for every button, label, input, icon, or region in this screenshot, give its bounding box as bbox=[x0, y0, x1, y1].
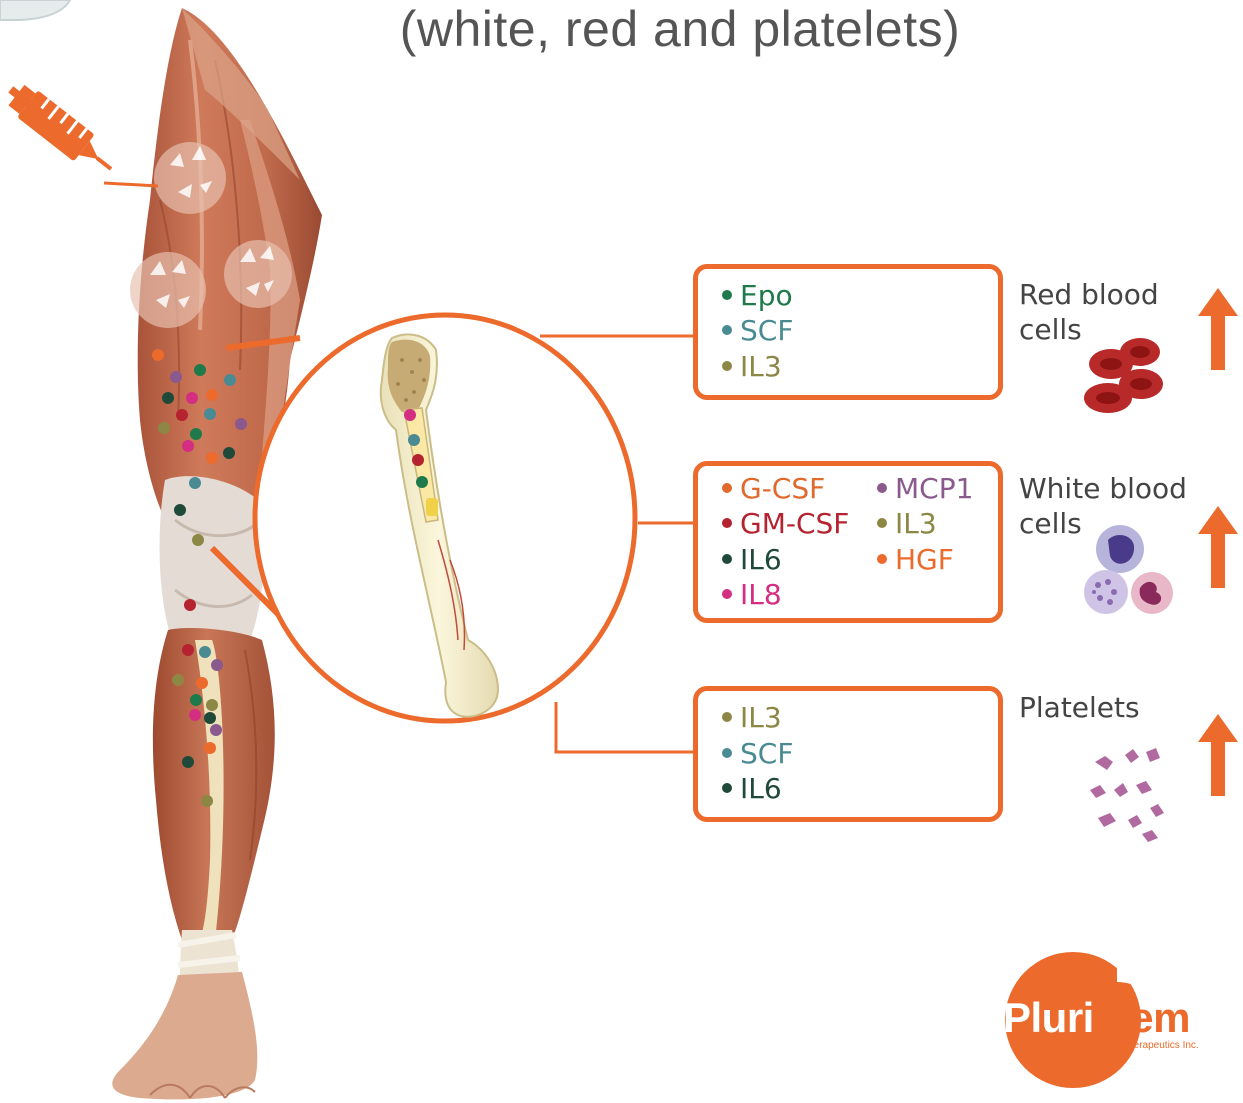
white-blood-cells-icon bbox=[1084, 525, 1173, 614]
corner-frame bbox=[0, 0, 70, 20]
logo-wordmark: Pluristem bbox=[1003, 993, 1190, 1043]
il6-dot-icon bbox=[722, 554, 732, 564]
factor-label: SCF bbox=[740, 314, 793, 347]
factor-label: IL8 bbox=[740, 578, 782, 611]
cell-cluster-1 bbox=[154, 142, 226, 214]
platelets-icon bbox=[1090, 748, 1164, 842]
factor-il6: IL6 bbox=[722, 543, 782, 577]
il3-dot-icon bbox=[877, 518, 887, 528]
factor-label: IL3 bbox=[740, 701, 782, 734]
factor-label: G-CSF bbox=[740, 472, 825, 505]
red-blood-cells-icon bbox=[1084, 338, 1163, 413]
platelets-label: Platelets bbox=[1019, 691, 1140, 725]
factor-il3: IL3 bbox=[722, 350, 782, 384]
factor-epo: Epo bbox=[722, 279, 793, 313]
factor-il3: IL3 bbox=[877, 507, 937, 541]
red-blood-cells-label-line1: Red blood bbox=[1019, 278, 1159, 312]
gmcsf-dot-icon bbox=[722, 518, 732, 528]
scf-dot-icon bbox=[722, 325, 732, 335]
factor-hgf: HGF bbox=[877, 543, 954, 577]
arrow-up-icon bbox=[1198, 288, 1238, 370]
knee bbox=[160, 476, 264, 656]
factor-il6: IL6 bbox=[722, 772, 782, 806]
factor-label: IL6 bbox=[740, 543, 782, 576]
factor-label: IL3 bbox=[740, 350, 782, 383]
il3-dot-icon bbox=[722, 361, 732, 371]
hgf-dot-icon bbox=[877, 554, 887, 564]
syringe-icon bbox=[0, 77, 121, 183]
factor-label: SCF bbox=[740, 737, 793, 770]
factor-gcsf: G-CSF bbox=[722, 472, 825, 506]
factor-label: Epo bbox=[740, 279, 793, 312]
foot bbox=[112, 972, 257, 1099]
connector-platelet bbox=[556, 702, 695, 752]
factor-il3: IL3 bbox=[722, 701, 782, 735]
factor-il8: IL8 bbox=[722, 578, 782, 612]
mcp1-dot-icon bbox=[877, 483, 887, 493]
scf-dot-icon bbox=[722, 748, 732, 758]
white-blood-cells-label-line2: cells bbox=[1019, 507, 1082, 541]
factor-gmcsf: GM-CSF bbox=[722, 507, 849, 541]
gcsf-dot-icon bbox=[722, 483, 732, 493]
logo-word-part1: Pluri bbox=[1003, 994, 1094, 1041]
il3-dot-icon bbox=[722, 712, 732, 722]
arrow-up-icon bbox=[1198, 714, 1238, 796]
factor-label: IL6 bbox=[740, 772, 782, 805]
cell-cluster-2 bbox=[130, 252, 206, 328]
red-blood-cells-label-line2: cells bbox=[1019, 313, 1082, 347]
logo-word-part2: stem bbox=[1094, 994, 1190, 1041]
epo-dot-icon bbox=[722, 290, 732, 300]
il6-dot-icon bbox=[722, 783, 732, 793]
il8-dot-icon bbox=[722, 589, 732, 599]
factor-label: IL3 bbox=[895, 507, 937, 540]
factor-scf: SCF bbox=[722, 314, 793, 348]
factor-label: HGF bbox=[895, 543, 954, 576]
factor-mcp1: MCP1 bbox=[877, 472, 973, 506]
white-blood-cells-label-line1: White blood bbox=[1019, 472, 1187, 506]
logo-subtitle: Therapeutics Inc. bbox=[1122, 1040, 1199, 1051]
factor-label: MCP1 bbox=[895, 472, 973, 505]
factor-label: GM-CSF bbox=[740, 507, 849, 540]
factor-scf: SCF bbox=[722, 737, 793, 771]
arrow-up-icon bbox=[1198, 506, 1238, 588]
cell-cluster-3 bbox=[224, 240, 292, 308]
